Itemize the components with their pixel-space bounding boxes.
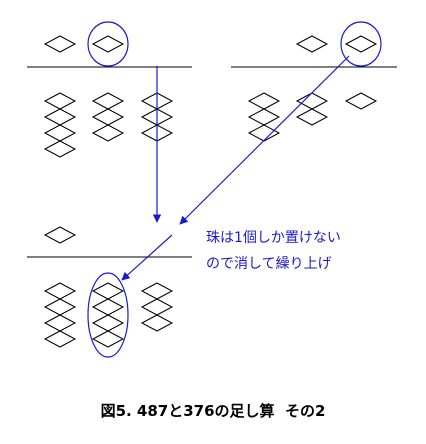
carry-arrow-diagonal [179, 55, 350, 225]
figure-caption: 図5. 487と376の足し算 その2 [100, 402, 326, 420]
earth-bead [91, 282, 125, 300]
earth-bead [43, 314, 77, 332]
highlight-circle [87, 21, 129, 67]
earth-bead [43, 124, 77, 142]
abacus-result [27, 226, 192, 358]
earth-bead [91, 124, 125, 142]
annotation-line-2: ので消して繰り上げ [206, 256, 332, 272]
earth-bead [247, 92, 281, 110]
carry-arrows [121, 55, 350, 281]
abaci-layer [27, 21, 397, 358]
earth-bead [91, 330, 125, 348]
heaven-bead [91, 35, 125, 53]
heaven-bead [295, 35, 329, 53]
earth-bead [91, 314, 125, 332]
earth-bead [91, 298, 125, 316]
earth-bead [247, 124, 281, 142]
earth-bead [91, 92, 125, 110]
earth-bead [140, 282, 174, 300]
earth-bead [140, 314, 174, 332]
abacus-376 [231, 21, 397, 142]
earth-bead [43, 330, 77, 348]
earth-bead [295, 92, 329, 110]
earth-bead [247, 108, 281, 126]
heaven-bead [43, 226, 77, 244]
heaven-bead [344, 35, 378, 53]
highlight-ellipse [87, 272, 129, 358]
earth-bead [43, 282, 77, 300]
note-pointer-arrow [121, 234, 173, 281]
earth-bead [295, 108, 329, 126]
abacus-487 [27, 21, 192, 158]
earth-bead [43, 108, 77, 126]
earth-bead [91, 108, 125, 126]
earth-bead [43, 298, 77, 316]
heaven-bead [43, 35, 77, 53]
earth-bead [43, 92, 77, 110]
earth-bead [140, 298, 174, 316]
earth-bead [43, 140, 77, 158]
earth-bead [344, 92, 378, 110]
highlight-circle [340, 21, 382, 67]
annotation-line-1: 珠は1個しか置けない [206, 230, 341, 246]
